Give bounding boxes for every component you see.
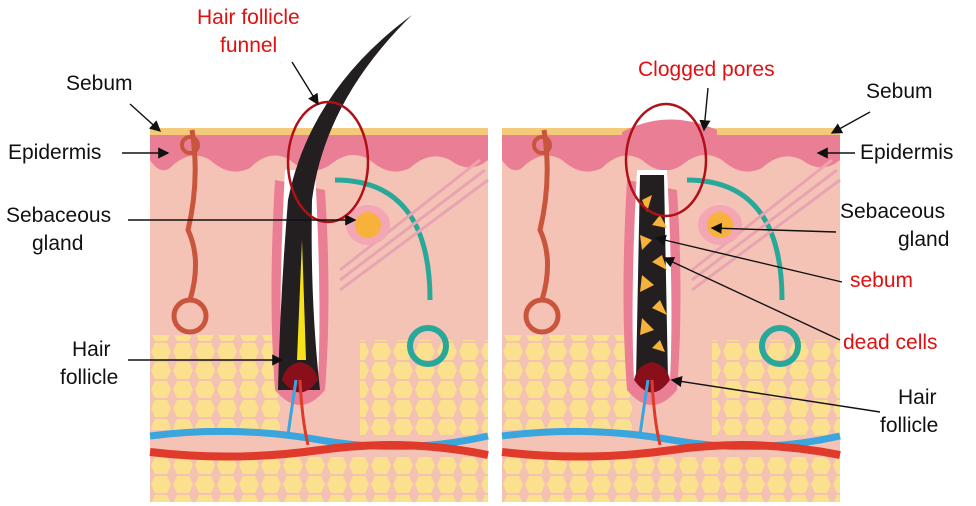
label-epidermis-right: Epidermis	[860, 141, 954, 164]
funnel-title: Hair follicle	[197, 6, 300, 29]
normal-skin-panel	[150, 15, 488, 502]
funnel-title-2: funnel	[220, 34, 278, 57]
label-hair-follicle-right-2: follicle	[880, 414, 939, 437]
label-epidermis-left: Epidermis	[8, 141, 102, 164]
label-hair-follicle-right: Hair	[898, 386, 937, 409]
funnel-highlight-circle	[286, 100, 370, 224]
hair-shaft	[278, 15, 412, 390]
clogged-highlight-circle	[624, 102, 708, 218]
clogged-skin-panel	[502, 119, 840, 502]
label-sebaceous-right: Sebaceous	[840, 200, 946, 223]
pointer-arrows	[122, 61, 881, 413]
label-sebaceous-left: Sebaceous	[6, 204, 112, 227]
hair-bulb	[282, 362, 318, 393]
hair-core	[297, 240, 306, 360]
label-sebaceous-left-2: gland	[32, 232, 84, 255]
label-sebum-right: Sebum	[866, 80, 933, 103]
clogged-pores-title: Clogged pores	[638, 58, 775, 81]
label-sebaceous-right-2: gland	[898, 228, 950, 251]
label-dead-cells: dead cells	[843, 331, 938, 354]
label-sebum-red: sebum	[850, 269, 914, 292]
hair-shaft	[636, 175, 668, 388]
label-hair-follicle-left: Hair	[72, 338, 111, 361]
label-hair-follicle-left-2: follicle	[60, 366, 119, 389]
clogged-bump	[622, 119, 717, 140]
label-sebum-left: Sebum	[66, 72, 133, 95]
